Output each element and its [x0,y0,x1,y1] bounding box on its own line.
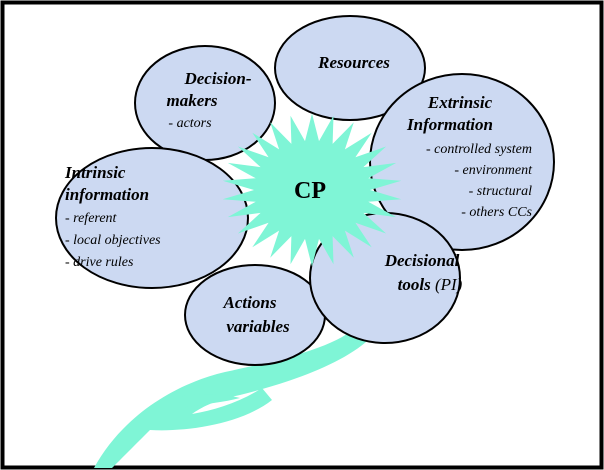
extrinsic-item: - structural [469,184,533,199]
decisional-title-line1: Decisional [384,251,460,270]
stem-shape [94,328,366,468]
decisional-title-suffix: (PI) [435,275,463,294]
extrinsic-title-line1: Extrinsic [427,93,493,112]
petal-actions [184,264,326,366]
intrinsic-title-line1: Intrinsic [64,163,126,182]
decision-makers-title-line1: Decision- [183,69,251,88]
petal-extrinsic [369,73,555,251]
intrinsic-item: - drive rules [65,255,134,270]
petal-intrinsic [55,147,249,289]
extrinsic-title-line2: Information [406,115,493,134]
actions-title-line2: variables [226,317,290,336]
intrinsic-item: - local objectives [65,233,161,248]
center-starburst [222,113,402,267]
leaf-shape [172,394,240,408]
intrinsic-item: - referent [65,211,118,226]
resources-title: Resources [317,53,390,72]
intrinsic-title-line2: information [65,185,149,204]
extrinsic-item: - others CCs [461,205,532,220]
actions-title-line1: Actions [223,293,277,312]
center-label: CP [294,178,326,204]
decisional-title-word: tools [398,275,435,294]
decision-makers-item: - actors [168,116,212,131]
decision-makers-title-line2: makers [167,91,218,110]
decisional-title-line2: tools (PI) [398,275,463,294]
petal-resources [274,15,426,121]
extrinsic-item: - environment [454,163,533,178]
extrinsic-item: - controlled system [426,142,532,157]
